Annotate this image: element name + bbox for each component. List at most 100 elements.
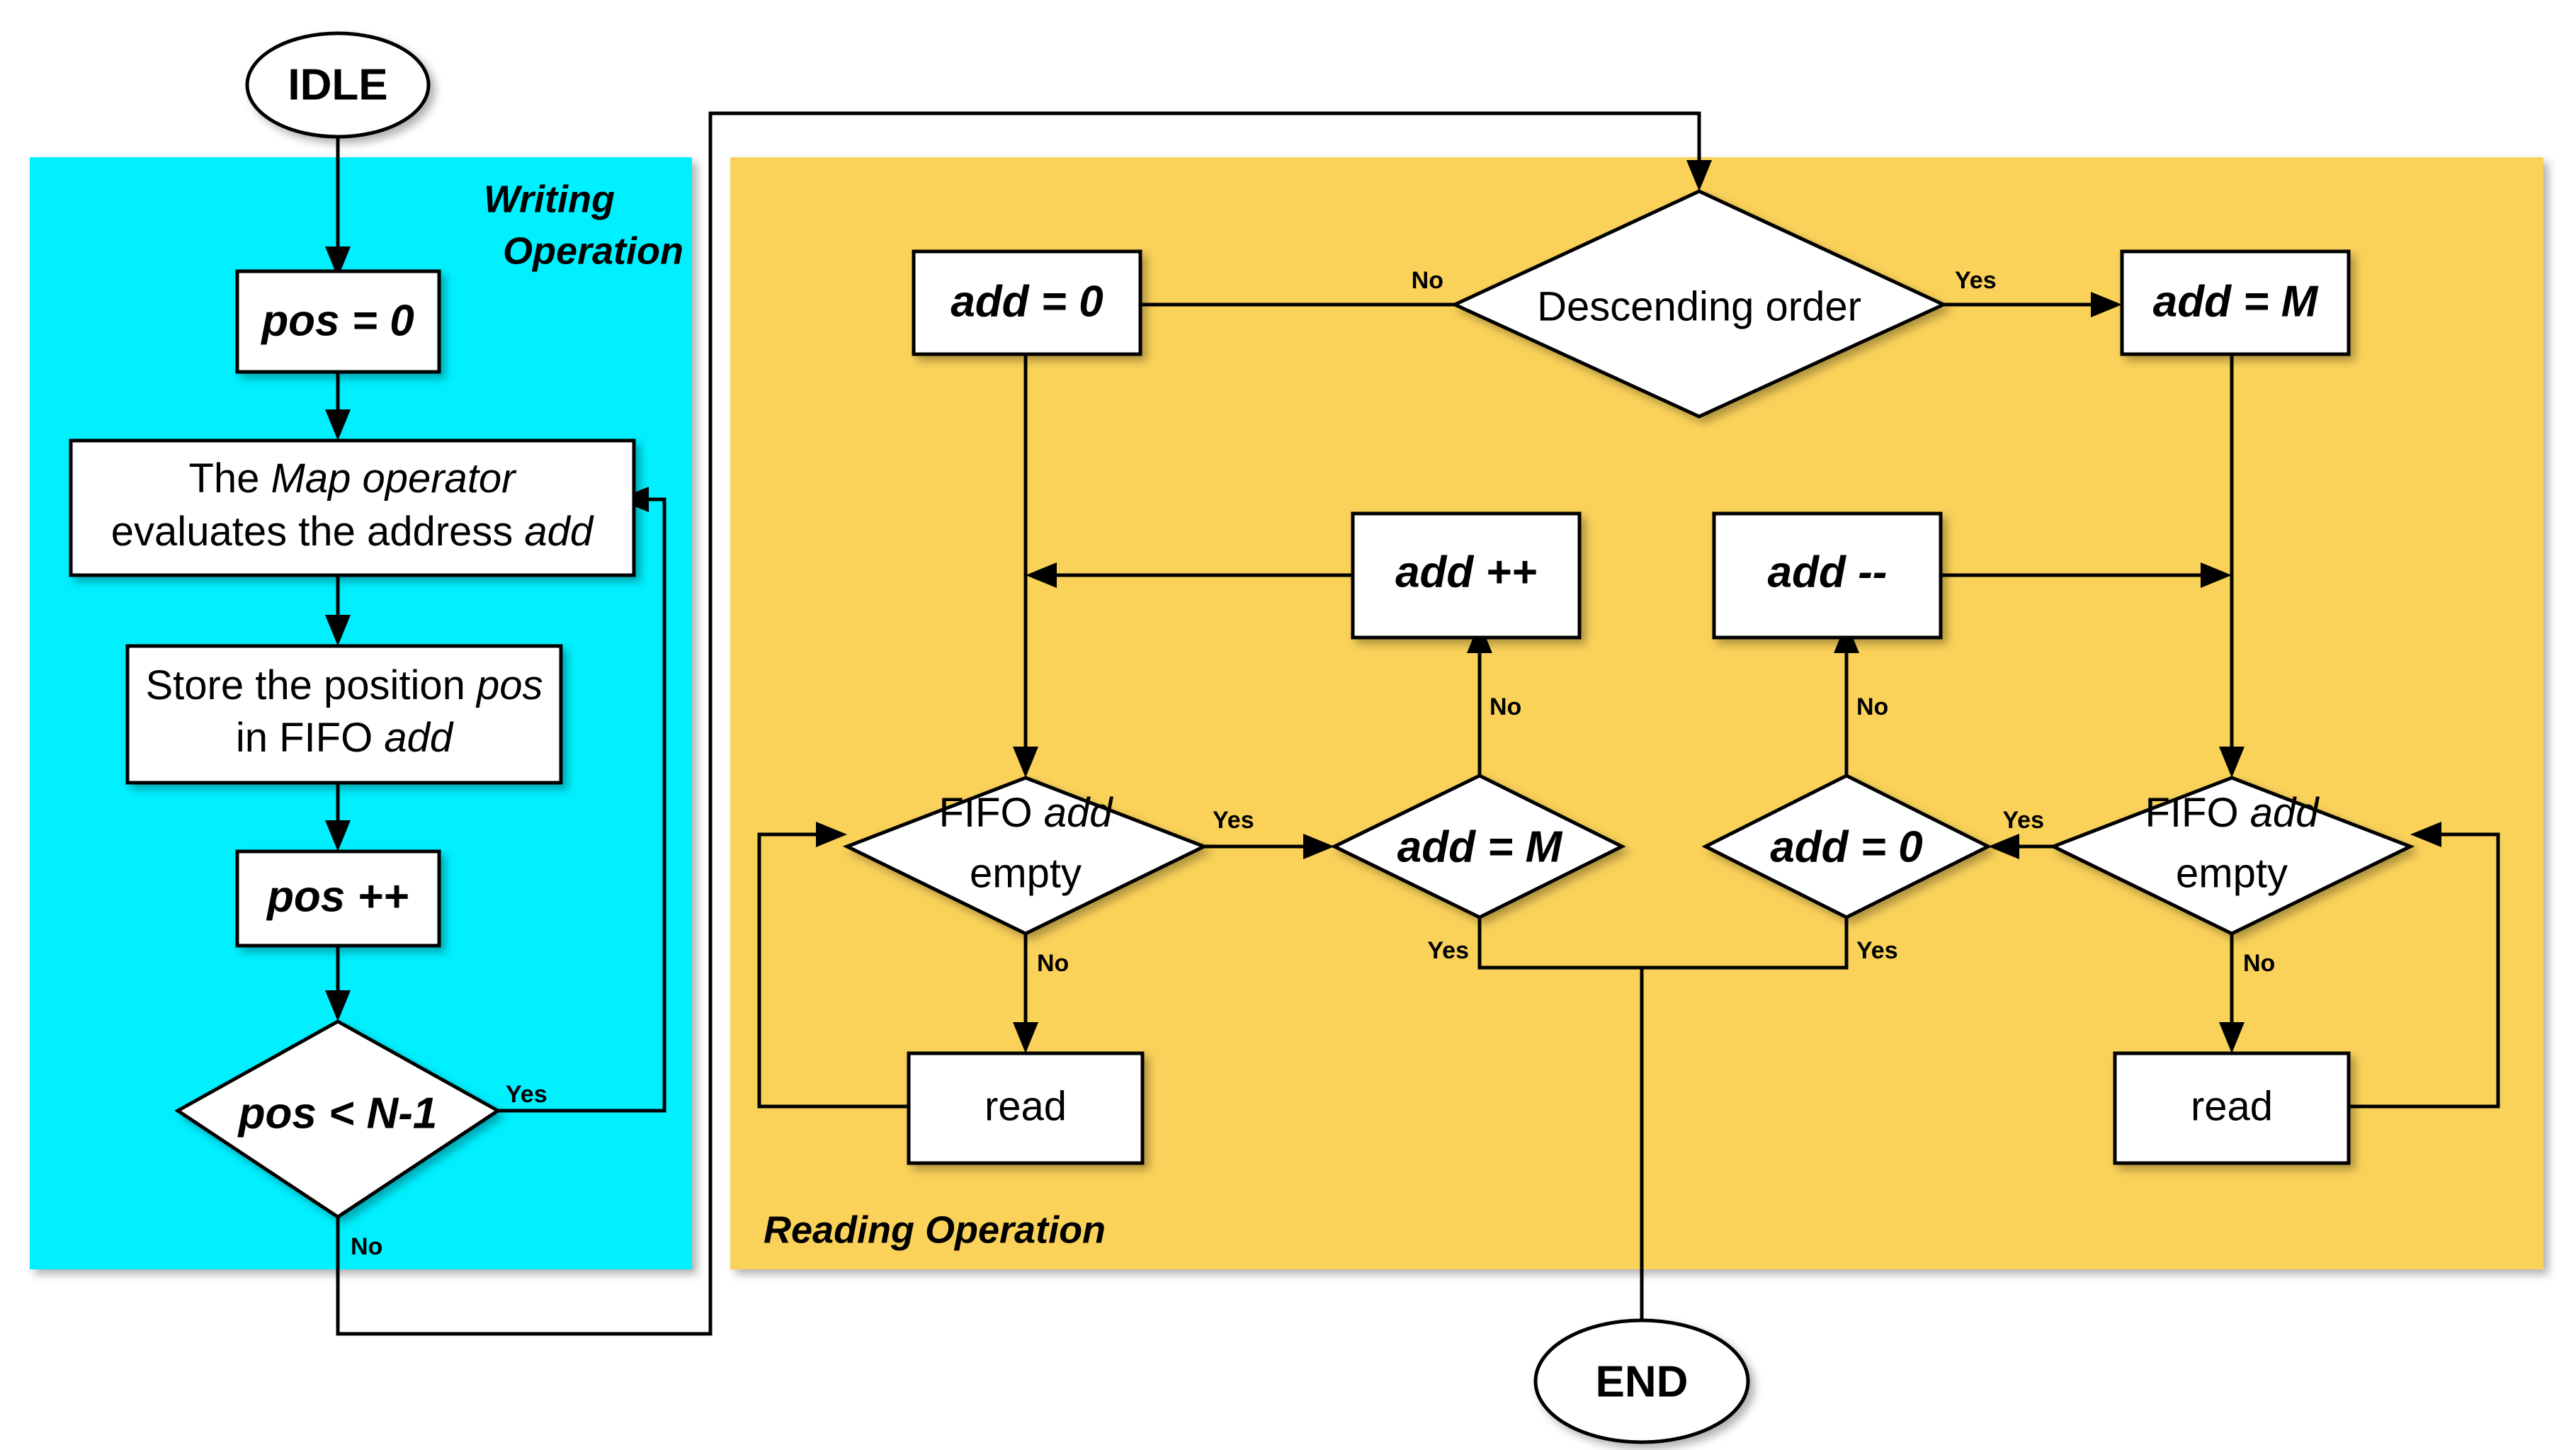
label-pos-test-no: No [351,1233,382,1260]
end-ellipse[interactable] [1533,1318,1750,1444]
node-pos-increment[interactable]: pos ++ [235,849,441,948]
label-fifo-right-yes: Yes [2002,807,2044,834]
writing-region-label-line1: Writing [484,178,615,220]
edge-add-eq-m-yes-to-end [1477,917,1644,1354]
label-add-eq-zero-yes: Yes [1856,937,1898,964]
node-add-m-assign[interactable]: add = M [2120,249,2351,356]
add-m-assign-box[interactable] [2120,249,2351,356]
label-fifo-left-no: No [1037,950,1069,977]
store-position-label-line1: Store the position pos [145,662,543,708]
fifo-left-text-add: add [1044,790,1114,836]
node-end[interactable]: END [1533,1318,1750,1444]
end-label: END [1596,1357,1689,1406]
pos-init-label: pos = 0 [260,296,414,345]
pos-increment-label: pos ++ [266,872,409,921]
idle-label: IDLE [288,60,387,109]
arrowhead-map-to-store [325,615,351,646]
idle-ellipse[interactable] [245,31,431,139]
read-left-box[interactable] [907,1051,1145,1165]
map-evaluate-box[interactable] [69,438,636,577]
fifo-empty-right-label-line1: FIFO add [2145,790,2320,836]
add-eq-m-label: add = M [1397,822,1563,871]
node-add-zero-assign[interactable]: add = 0 [912,249,1142,356]
store-position-label-line2: in FIFO add [236,715,454,761]
edge-read-left-loop [757,832,909,1109]
read-right-label: read [2191,1083,2273,1129]
fifo-empty-right-label-line2: empty [2176,850,2288,896]
arrowhead-add-zero-to-fifo-left [1013,747,1038,778]
writing-region-label-line2: Operation [503,230,683,272]
label-descending-yes: Yes [1955,267,1997,294]
edge-labels-layer: Yes No No Yes Yes No No Yes No Yes Yes N… [351,267,2275,1260]
descending-order-diamond[interactable] [1451,189,1948,419]
label-fifo-left-yes: Yes [1213,807,1254,834]
add-m-assign-label: add = M [2153,277,2319,326]
arrowhead-to-descending [1686,160,1712,191]
arrowhead-fifo-right-yes [1988,834,2019,859]
edge-pos-test-no-to-descending [336,111,1701,1336]
add-eq-zero-diamond[interactable] [1701,774,1992,919]
store-text-store: Store the position [145,662,477,708]
pos-init-box[interactable] [235,269,441,374]
add-decrement-label: add -- [1768,548,1888,596]
arrowhead-read-right-loop [2410,822,2441,847]
pos-test-label: pos < N-1 [237,1089,438,1138]
node-add-eq-m-decision[interactable]: add = M [1330,774,1626,919]
map-evaluate-label-line2: evaluates the address add [111,509,594,555]
fifo-right-text-fifo: FIFO [2145,790,2250,836]
pos-increment-box[interactable] [235,849,441,948]
arrowhead-pos-init-to-map [325,409,351,441]
store-text-in-fifo: in FIFO [236,715,384,761]
edge-pos-test-yes-loop [498,497,666,1113]
node-add-eq-zero-decision[interactable]: add = 0 [1701,774,1992,919]
fifo-empty-left-diamond[interactable] [842,776,1209,936]
label-add-eq-m-yes: Yes [1427,937,1469,964]
map-evaluate-label-line1: The Map operator [188,455,517,502]
node-read-left[interactable]: read [907,1051,1145,1165]
store-text-pos: pos [475,662,543,708]
node-read-right[interactable]: read [2113,1051,2351,1165]
add-zero-assign-box[interactable] [912,249,1142,356]
add-increment-label: add ++ [1395,548,1537,596]
add-eq-m-diamond[interactable] [1330,774,1626,919]
node-add-decrement[interactable]: add -- [1712,511,1943,640]
arrowhead-add-inc-to-left-rail [1026,562,1057,588]
map-evaluate-text-evaluates: evaluates the address [111,509,525,555]
node-add-increment[interactable]: add ++ [1351,511,1582,640]
fifo-empty-right-diamond[interactable] [2048,776,2415,936]
fifo-right-text-add: add [2250,790,2320,836]
arrowhead-read-left-loop [816,822,847,847]
read-right-box[interactable] [2113,1051,2351,1165]
map-evaluate-text-the: The [188,455,271,502]
add-eq-zero-label: add = 0 [1770,822,1922,871]
node-descending-order[interactable]: Descending order [1451,189,1948,419]
store-position-box[interactable] [125,644,563,785]
node-fifo-empty-left[interactable]: FIFO add empty [842,776,1209,936]
arrowhead-pos-inc-to-test [325,990,351,1021]
node-store-position[interactable]: Store the position pos in FIFO add [125,644,563,785]
edge-add-eq-zero-yes-to-end [1642,917,1849,970]
reading-region-label: Reading Operation [764,1208,1106,1251]
read-left-label: read [985,1083,1067,1129]
arrowhead-add-dec-to-right-rail [2201,562,2232,588]
arrowhead-fifo-left-no [1013,1022,1038,1053]
node-map-evaluate[interactable]: The Map operator evaluates the address a… [69,438,636,577]
map-evaluate-text-map-operator: Map operator [271,455,518,502]
node-fifo-empty-right[interactable]: FIFO add empty [2048,776,2415,936]
pos-test-diamond[interactable] [174,1019,501,1220]
node-pos-test[interactable]: pos < N-1 [174,1019,501,1220]
descending-order-label: Descending order [1537,283,1861,329]
add-decrement-box[interactable] [1712,511,1943,640]
arrowhead-idle-to-pos-init [325,247,351,278]
label-fifo-right-no: No [2243,950,2275,977]
node-idle[interactable]: IDLE [245,31,431,139]
arrowhead-descending-yes [2091,292,2122,317]
arrowhead-fifo-right-no [2219,1022,2245,1053]
node-pos-init[interactable]: pos = 0 [235,269,441,374]
arrowhead-store-to-pos-inc [325,820,351,851]
add-increment-box[interactable] [1351,511,1582,640]
fifo-left-text-fifo: FIFO [939,790,1044,836]
label-pos-test-yes: Yes [506,1081,547,1108]
